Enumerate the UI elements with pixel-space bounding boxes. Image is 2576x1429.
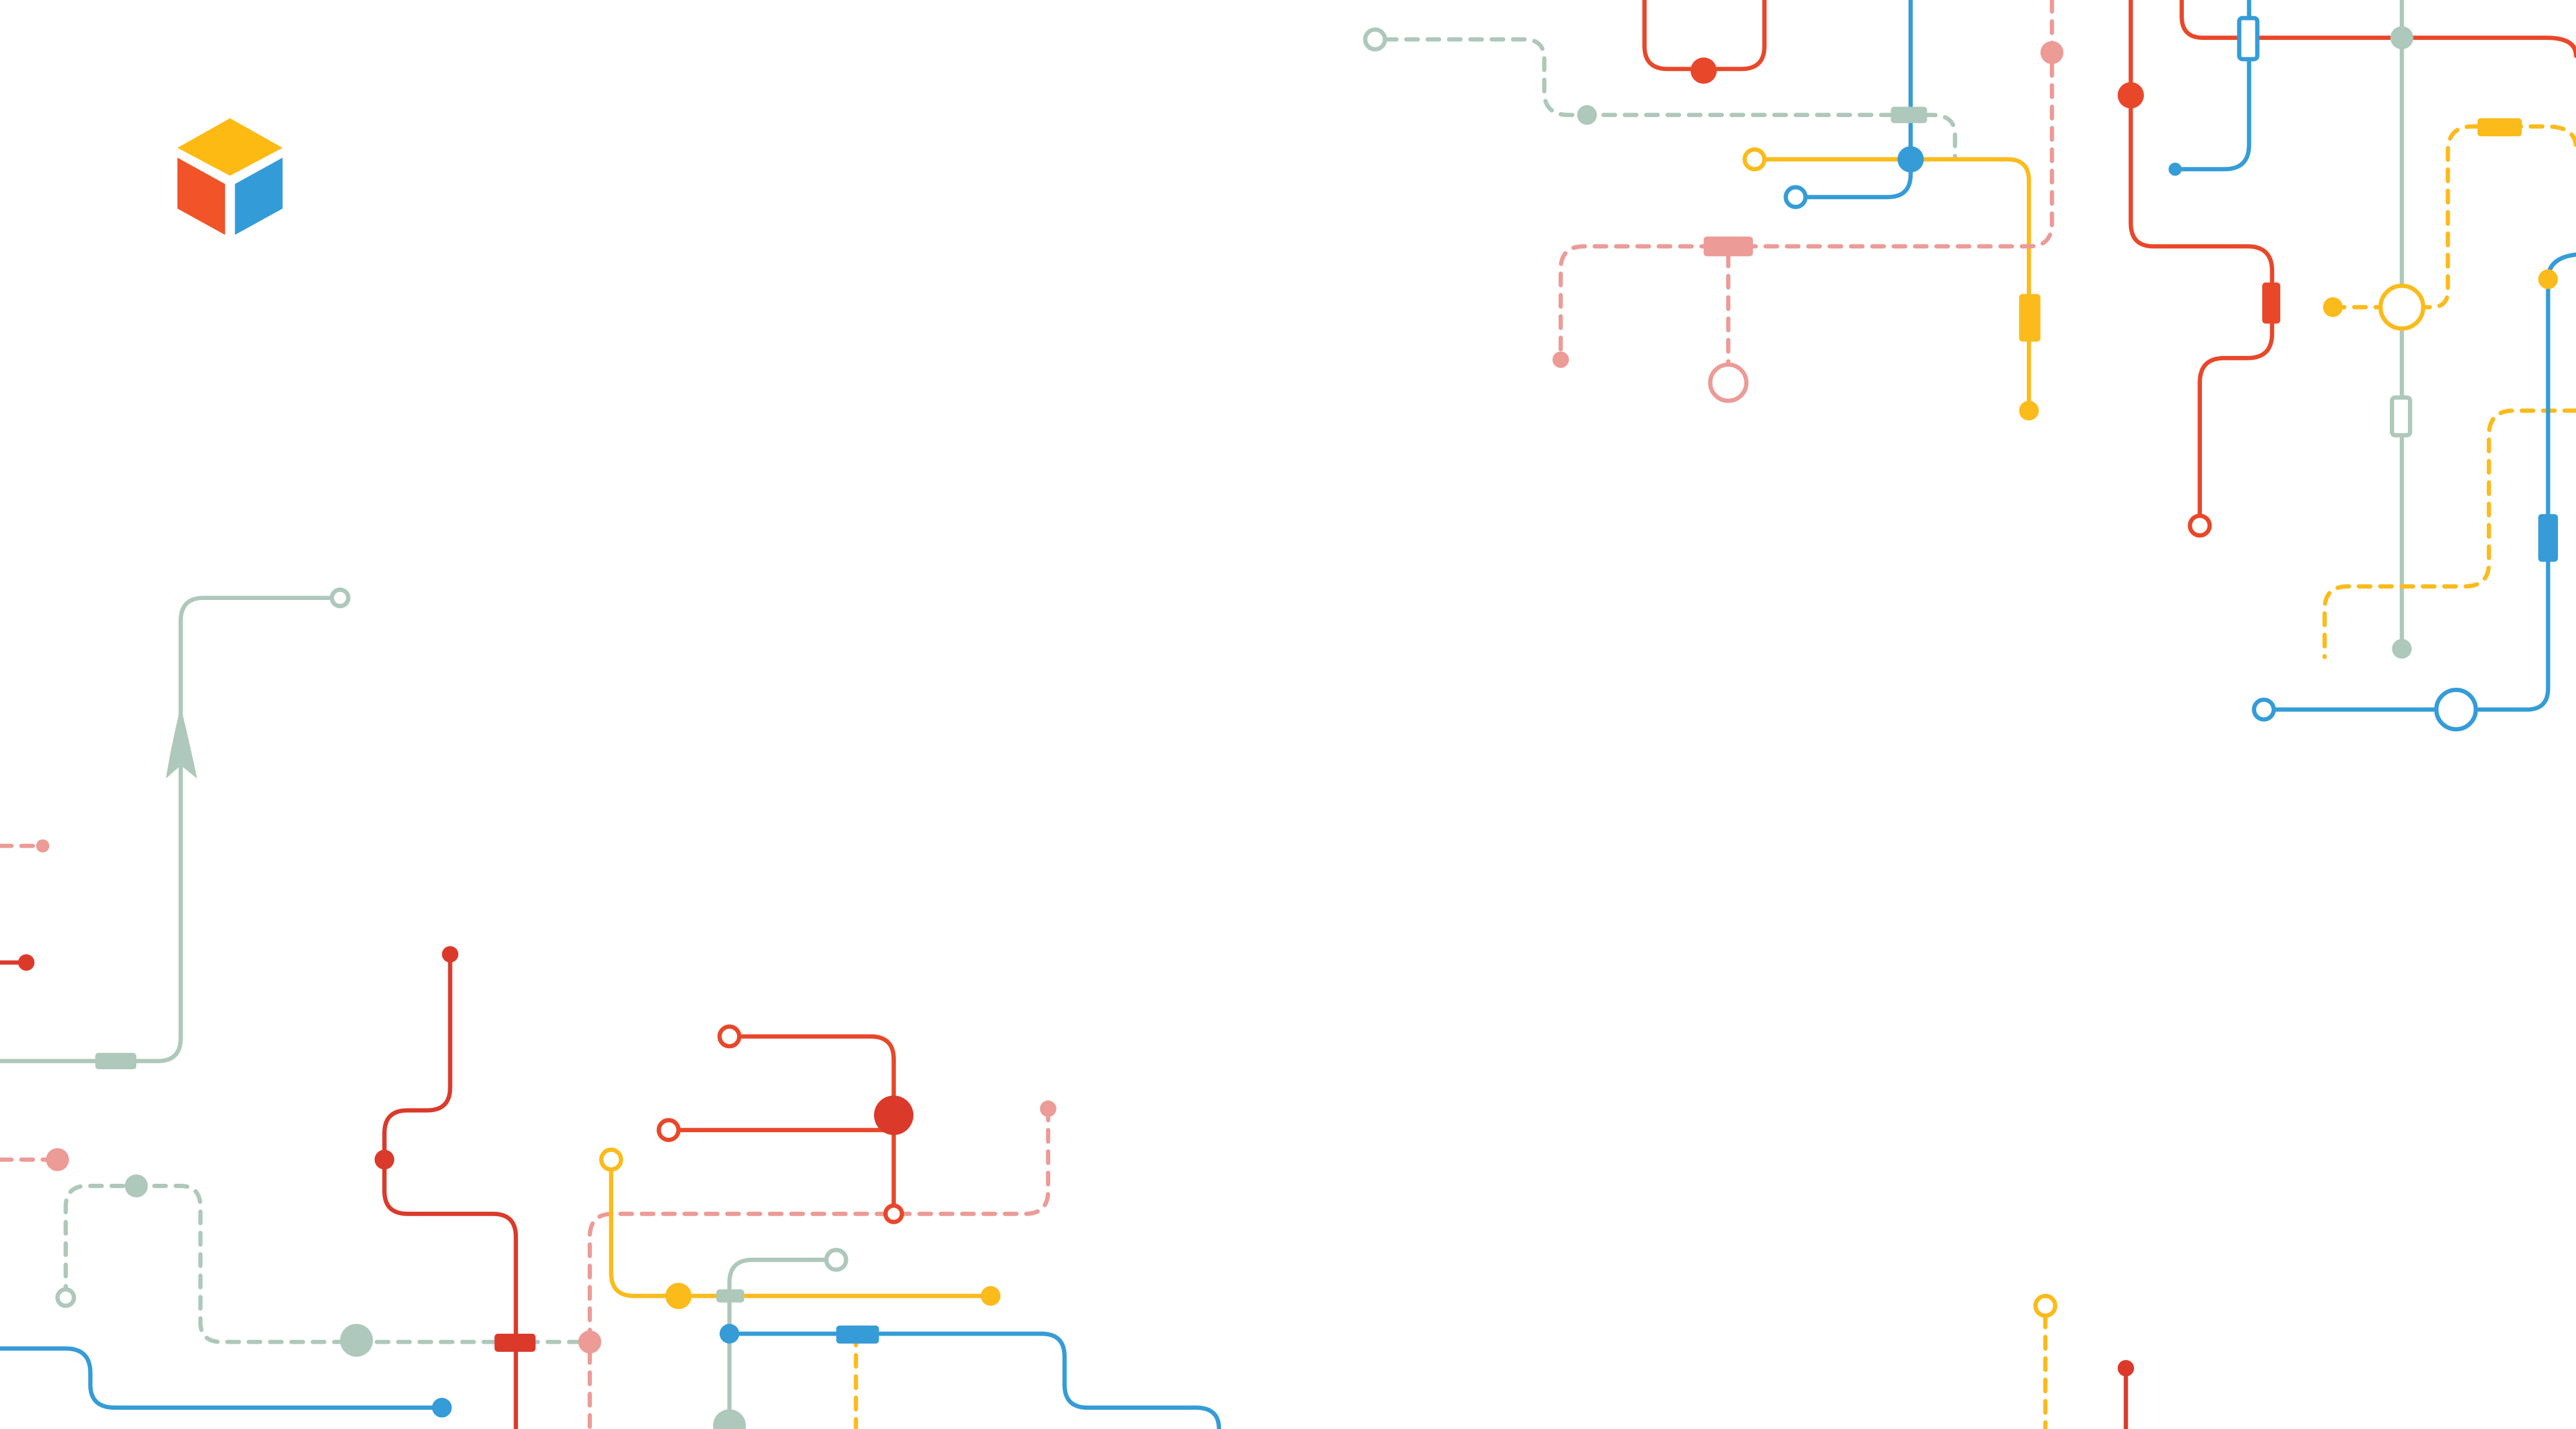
red-line-right-2 [2179,0,2576,59]
blue-vertical-line-top [1803,0,1913,200]
blue-line-bottom-1 [0,1346,444,1410]
cube-logo-icon [177,118,283,235]
sage-arrow-line [0,596,342,1064]
yellow-dashed-line-right-1 [2330,124,2576,309]
yellow-dashed-line-right-2 [2322,408,2576,660]
yellow-line-bottom [609,1157,993,1298]
line-nodes [18,16,2558,1429]
sage-line-bottom [727,1257,839,1429]
sage-dashed-line-top [1383,37,1957,162]
blue-line-right-1 [2173,0,2252,172]
pink-dashed-line-top [1558,0,2054,367]
sage-dashed-line-bottom [63,1183,592,1344]
red-line-bottom-1 [382,952,519,1429]
pink-dashed-line-bottom [587,1106,1051,1429]
red-line-bottom-2 [666,1034,896,1216]
blue-line-bottom-2 [727,1331,1221,1429]
yellow-line-top [1764,157,2031,413]
blue-line-right-2 [2262,252,2576,712]
